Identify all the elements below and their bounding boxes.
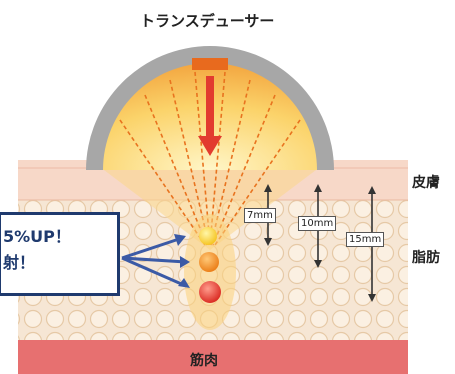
skin-label: 皮膚: [412, 175, 440, 191]
depth-label-7mm: 7mm: [244, 208, 276, 223]
muscle-label: 筋肉: [190, 353, 218, 369]
muscle-layer: [18, 340, 408, 374]
depth-label-10mm: 10mm: [298, 216, 337, 231]
callout-box: 5%UP！ 射！: [0, 212, 120, 296]
transducer-label: トランスデューサー: [140, 12, 275, 30]
ultrasound-arrow: [198, 76, 222, 156]
depth-label-15mm: 15mm: [346, 232, 385, 247]
callout-line-1: 5%UP！: [3, 227, 71, 246]
transducer-head: [192, 58, 228, 70]
pointer-arrows: [121, 234, 190, 288]
focal-point-7mm: [199, 227, 217, 245]
fat-label: 脂肪: [412, 250, 440, 266]
callout-line-2: 射！: [3, 253, 36, 272]
focal-point-15mm: [199, 281, 221, 303]
focal-point-10mm: [199, 252, 219, 272]
